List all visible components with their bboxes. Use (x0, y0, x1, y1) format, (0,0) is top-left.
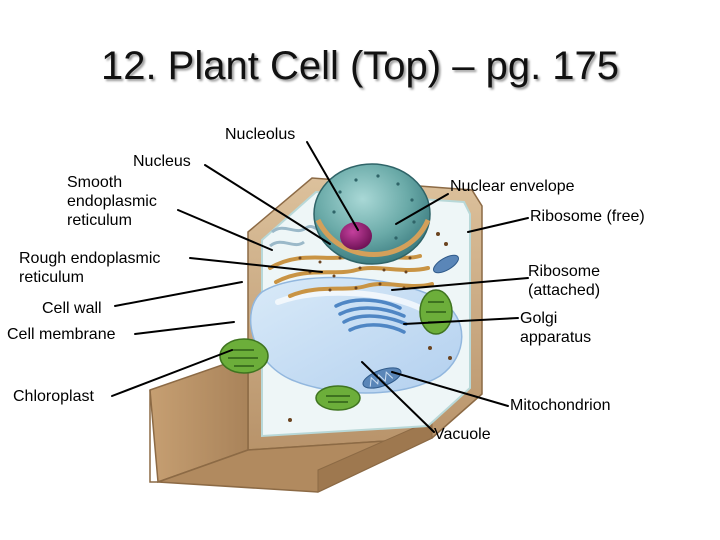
label-smooth-er-line2: endoplasmic (67, 193, 157, 210)
label-ribosome-free: Ribosome (free) (530, 208, 645, 225)
leader-mitochondrion (391, 371, 509, 407)
leader-ribosome-attached (391, 277, 529, 291)
label-cell-wall: Cell wall (42, 300, 102, 317)
label-ribosome-attached-line2: (attached) (528, 282, 601, 299)
leader-smooth-er (177, 209, 273, 251)
leader-cell-wall (114, 281, 243, 307)
label-cell-membrane: Cell membrane (7, 326, 116, 343)
label-rough-er-line2: reticulum (19, 269, 84, 286)
leader-cell-membrane (134, 321, 235, 335)
leader-nucleus (204, 164, 331, 245)
label-rough-er: Rough endoplasmic reticulum (19, 249, 160, 287)
golgi-apparatus (334, 298, 408, 334)
label-nuclear-envelope: Nuclear envelope (450, 178, 575, 195)
label-golgi-line1: Golgi (520, 310, 558, 327)
leader-rough-er (189, 257, 323, 273)
label-mitochondrion: Mitochondrion (510, 397, 611, 414)
leader-chloroplast (111, 349, 233, 397)
label-rough-er-line1: Rough endoplasmic (19, 250, 161, 267)
label-smooth-er: Smooth endoplasmic reticulum (67, 173, 157, 230)
leader-nucleolus (306, 141, 359, 231)
label-ribosome-attached-line1: Ribosome (528, 263, 601, 280)
slide-title: 12. Plant Cell (Top) – pg. 175 (100, 44, 620, 88)
leader-ribosome-free (467, 217, 529, 233)
nucleolus (340, 222, 372, 250)
label-chloroplast: Chloroplast (13, 388, 94, 405)
label-smooth-er-line3: reticulum (67, 212, 132, 229)
leader-golgi (403, 317, 519, 325)
leader-vacuole (361, 361, 435, 433)
label-smooth-er-line1: Smooth (67, 174, 123, 191)
label-nucleus: Nucleus (133, 153, 191, 170)
label-nucleolus: Nucleolus (225, 126, 296, 143)
label-golgi: Golgi apparatus (520, 309, 591, 347)
label-vacuole: Vacuole (434, 426, 491, 443)
label-ribosome-attached: Ribosome (attached) (528, 262, 600, 300)
leader-lines (111, 141, 529, 433)
leader-nuclear-envelope (395, 193, 449, 225)
label-golgi-line2: apparatus (520, 329, 592, 346)
ribosome-free-dots (288, 232, 452, 422)
mitochondrion (362, 254, 459, 389)
